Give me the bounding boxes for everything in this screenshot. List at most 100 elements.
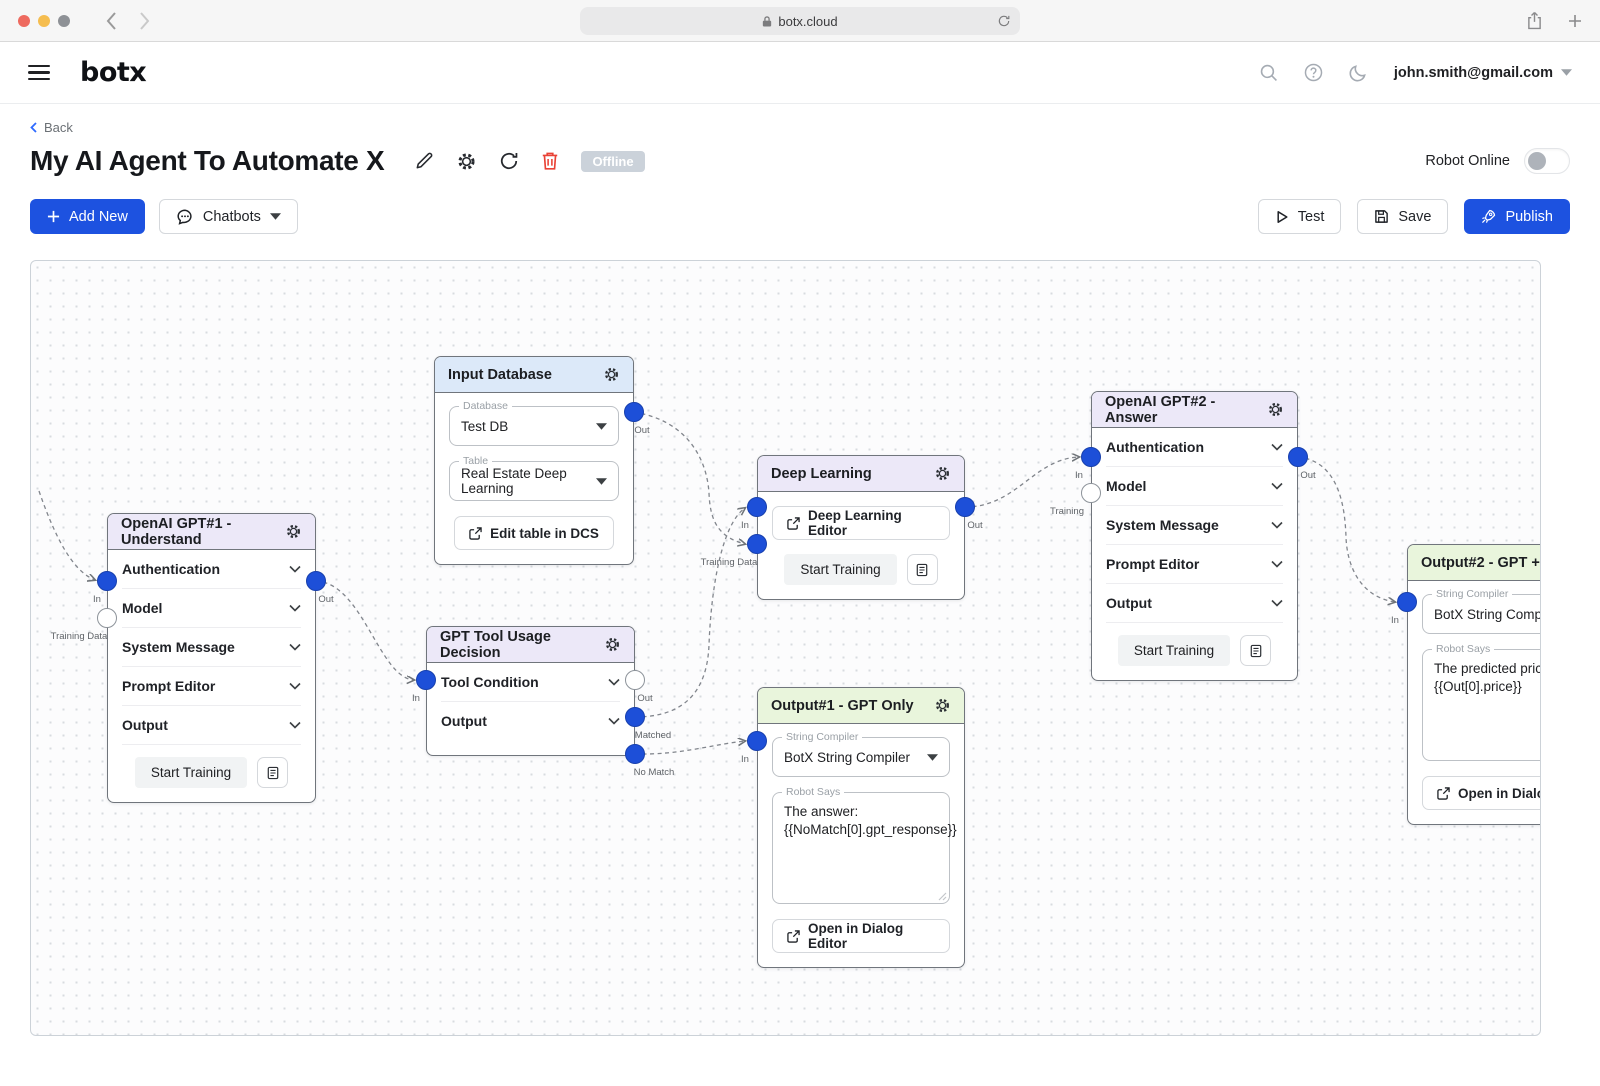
port-in[interactable]	[747, 497, 767, 517]
node-title: OpenAI GPT#2 - Answer	[1105, 393, 1216, 426]
resize-grip-icon[interactable]	[938, 892, 947, 901]
help-icon[interactable]	[1304, 63, 1323, 82]
node-gpt-tool-decision[interactable]: GPT Tool Usage Decision Tool Condition O…	[426, 626, 635, 756]
database-select[interactable]: Database Test DB	[449, 400, 619, 446]
node-output1[interactable]: Output#1 - GPT Only String Compiler BotX…	[757, 687, 965, 968]
accordion-output[interactable]: Output	[122, 706, 301, 745]
port-training-data[interactable]	[97, 608, 117, 628]
dark-mode-icon[interactable]	[1349, 63, 1368, 82]
training-log-button[interactable]	[906, 554, 938, 585]
gear-icon[interactable]	[604, 636, 621, 653]
accordion-model[interactable]: Model	[122, 589, 301, 628]
port-no-match[interactable]	[625, 744, 645, 764]
open-dialog-editor-button[interactable]: Open in Dialog Editor	[1422, 776, 1540, 810]
accordion-output[interactable]: Output	[441, 702, 620, 740]
port-training-data[interactable]	[747, 534, 767, 554]
chevron-down-icon	[289, 643, 301, 651]
port-matched[interactable]	[625, 707, 645, 727]
publish-button[interactable]: Publish	[1464, 199, 1570, 234]
flow-canvas[interactable]: Input Database Database Test DB Table Re…	[30, 260, 1541, 1036]
browser-back-icon[interactable]	[106, 11, 117, 30]
accordion-authentication[interactable]: Authentication	[122, 550, 301, 589]
caret-down-icon	[596, 477, 607, 485]
log-icon	[267, 766, 278, 779]
port-out[interactable]	[1288, 447, 1308, 467]
robot-says-textarea[interactable]: Robot Says The predicted price wa {{Out[…	[1422, 643, 1540, 761]
port-label: In	[741, 520, 749, 531]
port-label: In	[412, 693, 420, 704]
share-icon[interactable]	[1527, 11, 1542, 30]
plus-icon	[47, 210, 60, 223]
accordion-prompt-editor[interactable]: Prompt Editor	[122, 667, 301, 706]
search-icon[interactable]	[1259, 63, 1278, 82]
chatbots-dropdown[interactable]: Chatbots	[158, 199, 298, 234]
browser-forward-icon[interactable]	[139, 11, 150, 30]
add-new-button[interactable]: Add New	[30, 199, 145, 234]
port-out[interactable]	[625, 670, 645, 690]
gear-icon[interactable]	[934, 465, 951, 482]
string-compiler-select[interactable]: String Compiler BotX String Compiler	[1422, 588, 1540, 634]
chevron-down-icon	[1271, 482, 1283, 490]
port-in[interactable]	[747, 731, 767, 751]
port-training[interactable]	[1081, 483, 1101, 503]
port-out[interactable]	[624, 402, 644, 422]
node-input-database[interactable]: Input Database Database Test DB Table Re…	[434, 356, 634, 565]
traffic-lights	[18, 14, 70, 27]
start-training-button[interactable]: Start Training	[134, 757, 248, 788]
gear-icon[interactable]	[285, 523, 302, 540]
delete-icon[interactable]	[541, 151, 559, 171]
string-compiler-select[interactable]: String Compiler BotX String Compiler	[772, 731, 950, 777]
port-out[interactable]	[306, 571, 326, 591]
port-in[interactable]	[1397, 592, 1417, 612]
deep-learning-editor-button[interactable]: Deep Learning Editor	[772, 506, 950, 540]
edit-table-button[interactable]: Edit table in DCS	[454, 516, 614, 550]
edit-icon[interactable]	[414, 151, 434, 171]
node-title: Input Database	[448, 366, 552, 383]
save-button[interactable]: Save	[1357, 199, 1449, 234]
zoom-window-button[interactable]	[58, 14, 70, 27]
accordion-system-message[interactable]: System Message	[122, 628, 301, 667]
port-in[interactable]	[97, 571, 117, 591]
node-deep-learning[interactable]: Deep Learning Deep Learning Editor Start…	[757, 455, 965, 600]
robot-online-label: Robot Online	[1425, 153, 1510, 169]
start-training-button[interactable]: Start Training	[1117, 635, 1231, 666]
training-log-button[interactable]	[257, 757, 289, 788]
connection	[315, 580, 414, 680]
port-in[interactable]	[416, 670, 436, 690]
external-link-icon	[1437, 786, 1450, 800]
port-in[interactable]	[1081, 447, 1101, 467]
accordion-authentication[interactable]: Authentication	[1106, 428, 1283, 467]
address-bar[interactable]: botx.cloud	[580, 7, 1020, 35]
node-output2[interactable]: Output#2 - GPT + Neu String Compiler Bot…	[1407, 544, 1540, 825]
training-log-button[interactable]	[1240, 635, 1272, 666]
gear-icon[interactable]	[603, 366, 620, 383]
node-gpt2[interactable]: OpenAI GPT#2 - Answer Authentication Mod…	[1091, 391, 1298, 681]
minimize-window-button[interactable]	[38, 14, 50, 27]
menu-icon[interactable]	[28, 61, 50, 85]
chevron-down-icon	[289, 721, 301, 729]
back-link[interactable]: Back	[0, 104, 1600, 135]
open-dialog-editor-button[interactable]: Open in Dialog Editor	[772, 919, 950, 953]
port-out[interactable]	[955, 497, 975, 517]
accordion-tool-condition[interactable]: Tool Condition	[441, 663, 620, 702]
settings-gear-icon[interactable]	[456, 151, 477, 172]
accordion-model[interactable]: Model	[1106, 467, 1283, 506]
robot-online-toggle[interactable]	[1524, 148, 1570, 174]
account-menu[interactable]: john.smith@gmail.com	[1394, 65, 1572, 81]
start-training-button[interactable]: Start Training	[784, 554, 897, 585]
test-button[interactable]: Test	[1257, 199, 1342, 234]
connection-wires	[38, 411, 1541, 755]
gear-icon[interactable]	[1267, 401, 1284, 418]
node-gpt1[interactable]: OpenAI GPT#1 - Understand Authentication…	[107, 513, 316, 803]
close-window-button[interactable]	[18, 14, 30, 27]
new-tab-icon[interactable]	[1568, 14, 1582, 28]
reload-icon[interactable]	[997, 14, 1011, 28]
connection	[38, 490, 95, 580]
accordion-output[interactable]: Output	[1106, 584, 1283, 623]
accordion-system-message[interactable]: System Message	[1106, 506, 1283, 545]
accordion-prompt-editor[interactable]: Prompt Editor	[1106, 545, 1283, 584]
table-select[interactable]: Table Real Estate Deep Learning	[449, 455, 619, 501]
sync-icon[interactable]	[499, 151, 519, 171]
robot-says-textarea[interactable]: Robot Says The answer: {{NoMatch[0].gpt_…	[772, 786, 957, 904]
gear-icon[interactable]	[934, 697, 951, 714]
